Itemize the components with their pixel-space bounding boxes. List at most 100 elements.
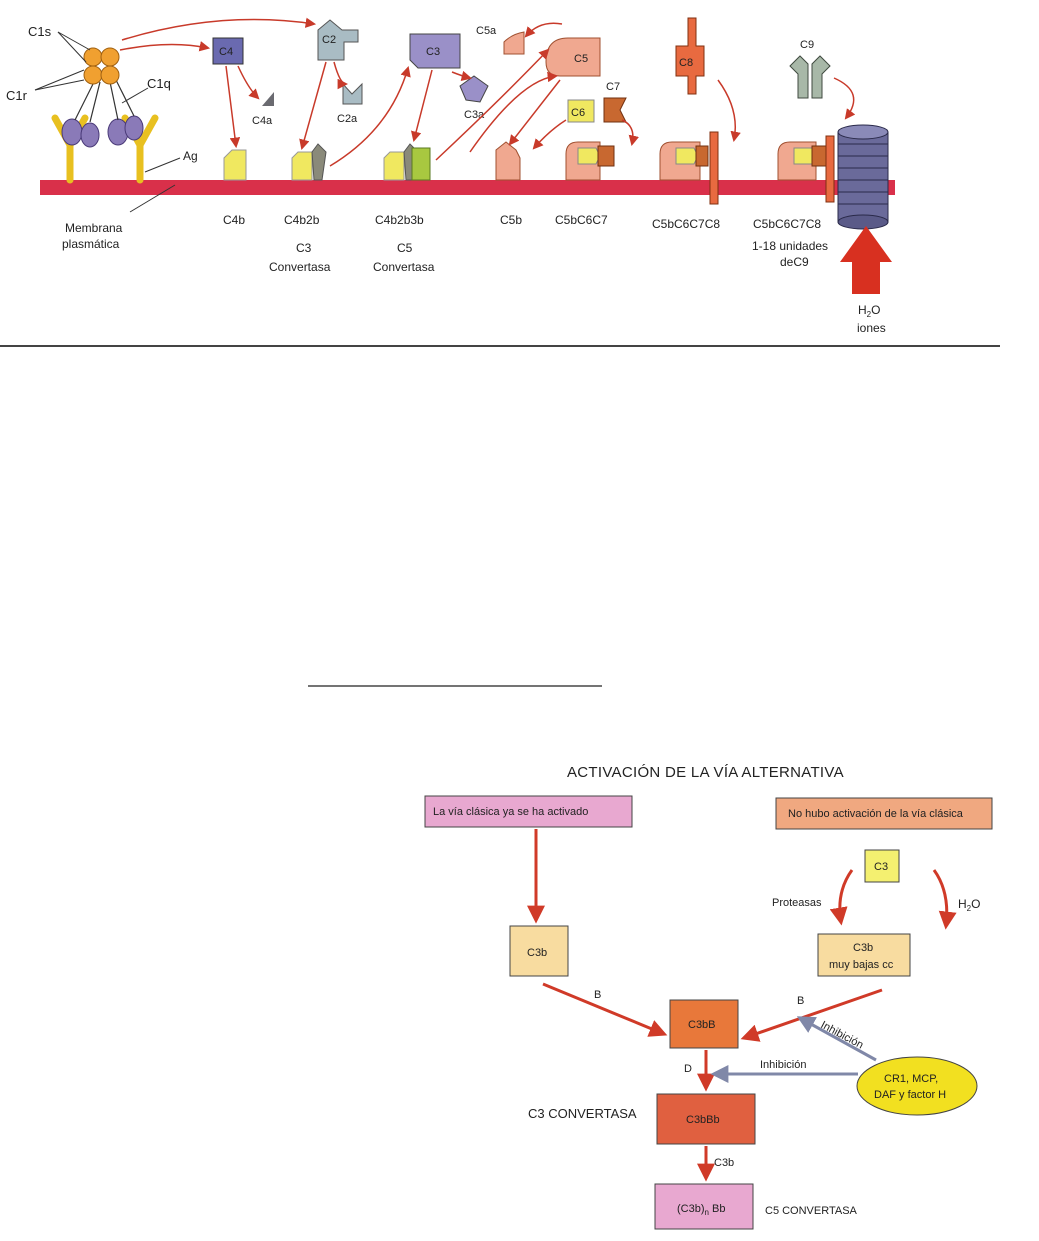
c9-molecule xyxy=(789,55,831,99)
label-c3-convertasa: C3 CONVERTASA xyxy=(528,1106,637,1121)
label-c5-convertasa-2: Convertasa xyxy=(373,260,435,274)
box-no-classic xyxy=(775,797,993,830)
c5bc6c7c8-on-membrane xyxy=(659,131,719,205)
label-h2o-alt: H2O xyxy=(958,897,980,913)
c5-block xyxy=(545,37,601,77)
label-h2o: H2O xyxy=(858,303,880,319)
arrow-proteasas xyxy=(829,869,854,926)
box-c3bn-bb-label: (C3b)n Bb xyxy=(677,1203,725,1217)
c4b2b3b-on-membrane xyxy=(383,143,431,181)
oval-regulators-label-1: CR1, MCP, xyxy=(884,1073,938,1085)
label-c4b: C4b xyxy=(223,213,245,227)
box-c3b-right xyxy=(817,933,911,977)
c4b2b-on-membrane xyxy=(291,143,327,181)
arrow-h2o xyxy=(932,869,957,930)
label-c9-units-2: deC9 xyxy=(780,255,809,269)
box-c3bbb xyxy=(656,1093,756,1145)
label-c9: C9 xyxy=(800,39,814,51)
c5bc6c7-on-membrane xyxy=(565,141,615,181)
arrow-inhibit-c3bb xyxy=(796,1016,877,1062)
leader-lines xyxy=(34,31,181,213)
c2a-fragment xyxy=(342,82,363,105)
label-c3: C3 xyxy=(426,46,440,58)
label-c5bc6c7c8: C5bC6C7C8 xyxy=(652,217,720,231)
label-c5bc6c7: C5bC6C7 xyxy=(555,213,608,227)
oval-regulators-label-2: DAF y factor H xyxy=(874,1089,946,1101)
box-c3b-right-label-1: C3b xyxy=(853,942,873,954)
label-c4b2b3b: C4b2b3b xyxy=(375,213,424,227)
label-c4b2b: C4b2b xyxy=(284,213,320,227)
c1q-stalks xyxy=(74,79,135,123)
label-d: D xyxy=(684,1063,692,1075)
c4b-on-membrane xyxy=(223,149,247,181)
label-proteasas: Proteasas xyxy=(772,897,822,909)
c1-complex xyxy=(83,47,120,85)
alt-title: ACTIVACIÓN DE LA VÍA ALTERNATIVA xyxy=(567,764,844,781)
box-c3-label: C3 xyxy=(874,861,888,873)
label-iones: iones xyxy=(857,321,886,335)
label-c5-convertasa-1: C5 xyxy=(397,241,413,255)
classical-pathway-figure: C1s C1r C1q Ag Membrana plasmática C4 C4… xyxy=(0,17,1000,347)
plasma-membrane xyxy=(40,180,895,195)
label-c1q: C1q xyxy=(147,76,171,91)
box-classic-activated-label: La vía clásica ya se ha activado xyxy=(433,806,588,818)
label-c5b: C5b xyxy=(500,213,522,227)
box-classic-activated xyxy=(424,795,633,828)
c1q-heads xyxy=(61,115,144,148)
label-c7: C7 xyxy=(606,81,620,93)
c4a-fragment xyxy=(262,92,274,106)
label-inhibicion-diagonal: Inhibición xyxy=(819,1019,866,1051)
box-c3 xyxy=(864,849,900,883)
box-c3b-right-label-2: muy bajas cc xyxy=(829,959,894,971)
c4-block xyxy=(212,37,244,65)
label-c1r: C1r xyxy=(6,88,28,103)
box-c3bbb-label: C3bBb xyxy=(686,1114,720,1126)
label-c6: C6 xyxy=(571,107,585,119)
arrow-c3b-right-to-c3bb xyxy=(740,988,883,1042)
box-c3bb-label: C3bB xyxy=(688,1019,716,1031)
box-no-classic-label: No hubo activación de la vía clásica xyxy=(788,808,964,820)
c6-block xyxy=(567,99,595,123)
label-c3-convertasa-2: Convertasa xyxy=(269,260,331,274)
label-ag: Ag xyxy=(183,149,198,163)
arrow-c3b-left-to-c3bb xyxy=(542,982,668,1037)
label-c5: C5 xyxy=(574,53,588,65)
label-c3b-arrow: C3b xyxy=(714,1157,734,1169)
c3-block xyxy=(409,33,461,69)
c5a-fragment xyxy=(503,31,525,55)
c8-bar-1 xyxy=(709,131,719,205)
label-c2a: C2a xyxy=(337,113,358,125)
alt-red-arrows xyxy=(527,829,957,1182)
oval-regulators xyxy=(856,1056,978,1116)
c5b-on-membrane xyxy=(495,141,521,181)
label-membrana-1: Membrana xyxy=(65,221,123,235)
label-c5a: C5a xyxy=(476,25,497,37)
label-c3a: C3a xyxy=(464,109,485,121)
label-c3-convertasa-1: C3 xyxy=(296,241,312,255)
c7-block xyxy=(603,97,627,123)
c9-pore xyxy=(837,124,889,230)
label-c5-convertasa: C5 CONVERTASA xyxy=(765,1205,858,1217)
label-b-right: B xyxy=(797,995,804,1007)
label-c4: C4 xyxy=(219,46,233,58)
box-c3b-left-label: C3b xyxy=(527,947,547,959)
label-b-left: B xyxy=(594,989,601,1001)
alternative-pathway-figure: ACTIVACIÓN DE LA VÍA ALTERNATIVA La vía … xyxy=(424,764,993,1230)
label-c4a: C4a xyxy=(252,115,273,127)
h2o-influx-arrow xyxy=(840,226,892,294)
c2-block xyxy=(317,19,359,61)
label-inhibicion: Inhibición xyxy=(760,1059,806,1071)
label-c1s: C1s xyxy=(28,24,52,39)
label-c8: C8 xyxy=(679,57,693,69)
box-c3b-left xyxy=(509,925,569,977)
label-c9-units-1: 1-18 unidades xyxy=(752,239,828,253)
classical-flow-arrows xyxy=(119,17,856,167)
c5bc6c7c8-pore-on-membrane xyxy=(777,135,835,203)
label-membrana-2: plasmática xyxy=(62,237,120,251)
label-c2: C2 xyxy=(322,34,336,46)
alt-inhibition-arrows xyxy=(710,1016,877,1083)
c3a-fragment xyxy=(459,75,489,103)
box-c3bb xyxy=(669,999,739,1049)
c8-block xyxy=(675,17,705,95)
